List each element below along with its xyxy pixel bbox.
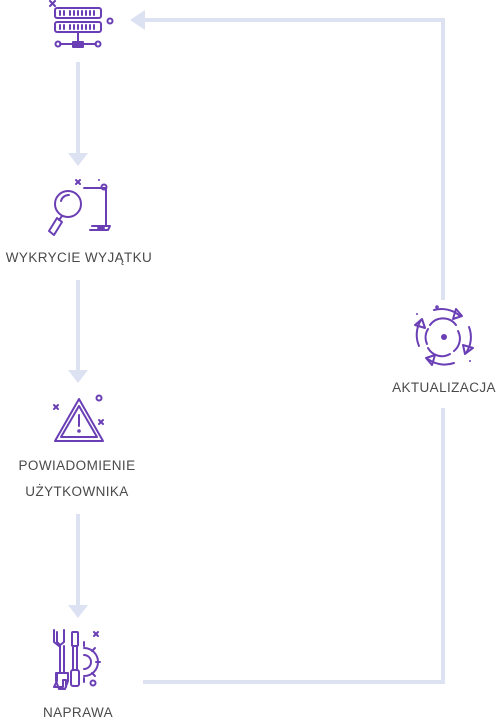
- update-label: AKTUALIZACJA: [392, 380, 496, 395]
- detection-label: WYKRYCIE WYJĄTKU: [5, 250, 153, 265]
- arrow-to-monitoring: [130, 10, 145, 30]
- magnifier-laptop-icon: [48, 179, 111, 236]
- arrow-to-notification: [68, 370, 88, 383]
- server-icon: [49, 0, 114, 48]
- connector-repair-update: [143, 408, 445, 684]
- repair-label: NAPRAWA: [42, 705, 114, 720]
- notification-label: POWIADOMIENIE UŻYTKOWNIKA: [18, 458, 136, 499]
- warning-triangle-icon: [53, 394, 104, 442]
- tools-gear-icon: [53, 629, 101, 690]
- refresh-cycle-icon: [414, 305, 474, 366]
- connector-update-monitoring: [143, 18, 445, 300]
- arrow-to-repair: [68, 605, 88, 618]
- arrow-to-detection: [68, 153, 88, 166]
